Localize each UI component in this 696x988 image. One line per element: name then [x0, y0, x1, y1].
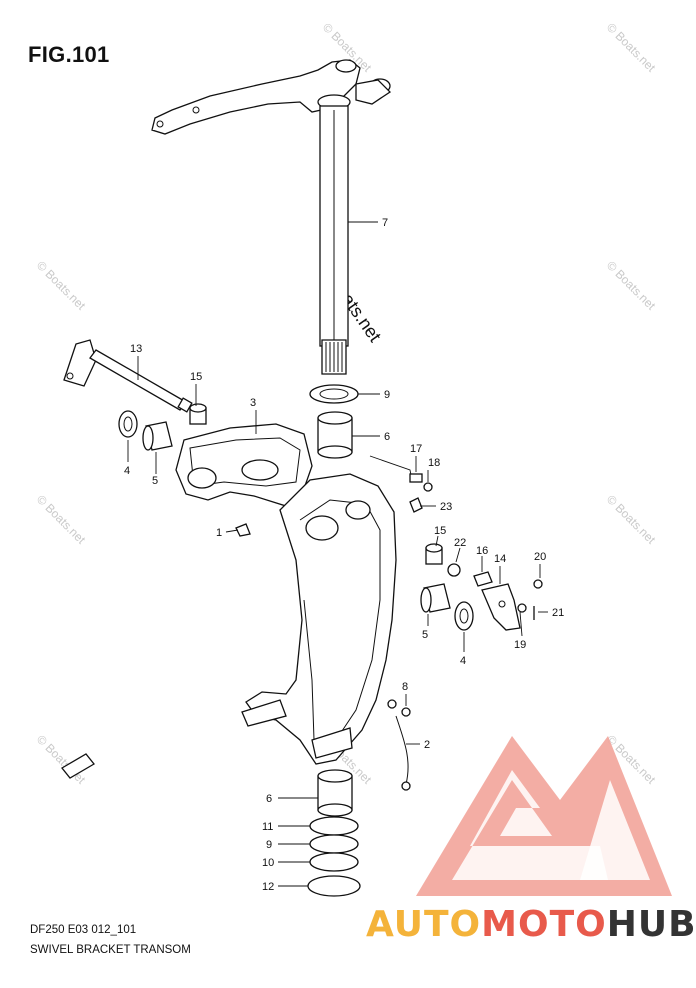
washer-9	[309, 834, 359, 854]
tilt-lock-bracket-14	[481, 583, 521, 631]
callout-17: 17	[410, 443, 422, 455]
nut-20	[533, 579, 543, 589]
watermark: © Boats.net	[604, 20, 659, 75]
bushing-lower	[317, 769, 353, 817]
pin-16	[473, 571, 493, 587]
callout-11: 11	[262, 821, 273, 833]
bushing-right-5	[420, 583, 451, 613]
callout-15: 15	[434, 525, 446, 537]
callout-9: 9	[384, 389, 390, 401]
callout-13: 13	[130, 343, 142, 355]
callout-4: 4	[124, 465, 130, 477]
callout-5: 5	[422, 629, 428, 641]
callout-19: 19	[514, 639, 526, 651]
washer-hole	[319, 388, 349, 400]
washer-19	[517, 603, 527, 613]
figure-title: FIG.101	[28, 42, 110, 67]
callout-2: 2	[424, 739, 430, 751]
steering-shaft	[319, 105, 349, 375]
swivel-case	[241, 473, 397, 765]
swivel-bracket-3	[175, 423, 313, 507]
callout-3: 3	[250, 397, 256, 409]
callout-15: 15	[190, 371, 202, 383]
logo-part-auto: AUTO	[366, 904, 482, 945]
washer-10	[309, 852, 359, 872]
callout-7: 7	[382, 217, 388, 229]
footer-caption: SWIVEL BRACKET TRANSOM	[30, 944, 191, 956]
clip	[235, 523, 251, 537]
callout-5: 5	[152, 475, 158, 487]
watermark: © Boats.net	[604, 492, 659, 547]
watermark: © Boats.net	[34, 492, 89, 547]
bushing-upper	[317, 411, 353, 459]
callout-23: 23	[440, 501, 452, 513]
callout-6: 6	[266, 793, 272, 805]
callout-20: 20	[534, 551, 546, 563]
leader-lines	[127, 221, 548, 887]
footer-code: DF250 E03 012_101	[30, 924, 137, 936]
washer-11	[309, 816, 359, 836]
brand-logo-mark	[416, 736, 672, 896]
callout-18: 18	[428, 457, 440, 469]
callout-6: 6	[384, 431, 390, 443]
washer-left	[118, 410, 138, 438]
callout-9: 9	[266, 839, 272, 851]
bolt-group	[409, 473, 433, 513]
bushing-left	[142, 421, 173, 451]
watermark: © Boats.net	[34, 258, 89, 313]
ground-lead	[387, 699, 411, 791]
callout-8: 8	[402, 681, 408, 693]
callout-1: 1	[216, 527, 222, 539]
washer	[309, 384, 359, 404]
washer-12	[307, 875, 361, 897]
washer-left-hole	[123, 416, 133, 432]
callout-4: 4	[460, 655, 466, 667]
callout-22: 22	[454, 537, 466, 549]
fwd-arrow: FWD	[61, 753, 95, 779]
callout-21: 21	[552, 607, 564, 619]
bushing-small	[189, 403, 207, 425]
brand-logo-text: AUTOMOTOHUB	[366, 904, 696, 945]
callout-10: 10	[262, 857, 274, 869]
callout-14: 14	[494, 553, 506, 565]
leader-line	[369, 455, 413, 481]
bushing-right	[425, 543, 443, 565]
steering-arm	[151, 59, 392, 135]
logo-part-hub: HUB	[606, 904, 696, 945]
callout-16: 16	[476, 545, 488, 557]
callout-12: 12	[262, 881, 274, 893]
watermark: © Boats.net	[604, 258, 659, 313]
tilt-tube	[63, 339, 193, 413]
callouts: 7 13 15 3 9 6 4 5 17 18 23 1 15 22 16 14…	[124, 217, 564, 893]
logo-part-moto: MOTO	[481, 904, 607, 945]
washer-right-4-hole	[459, 608, 469, 624]
washer-22	[447, 563, 461, 577]
washer-right-4	[454, 601, 474, 631]
